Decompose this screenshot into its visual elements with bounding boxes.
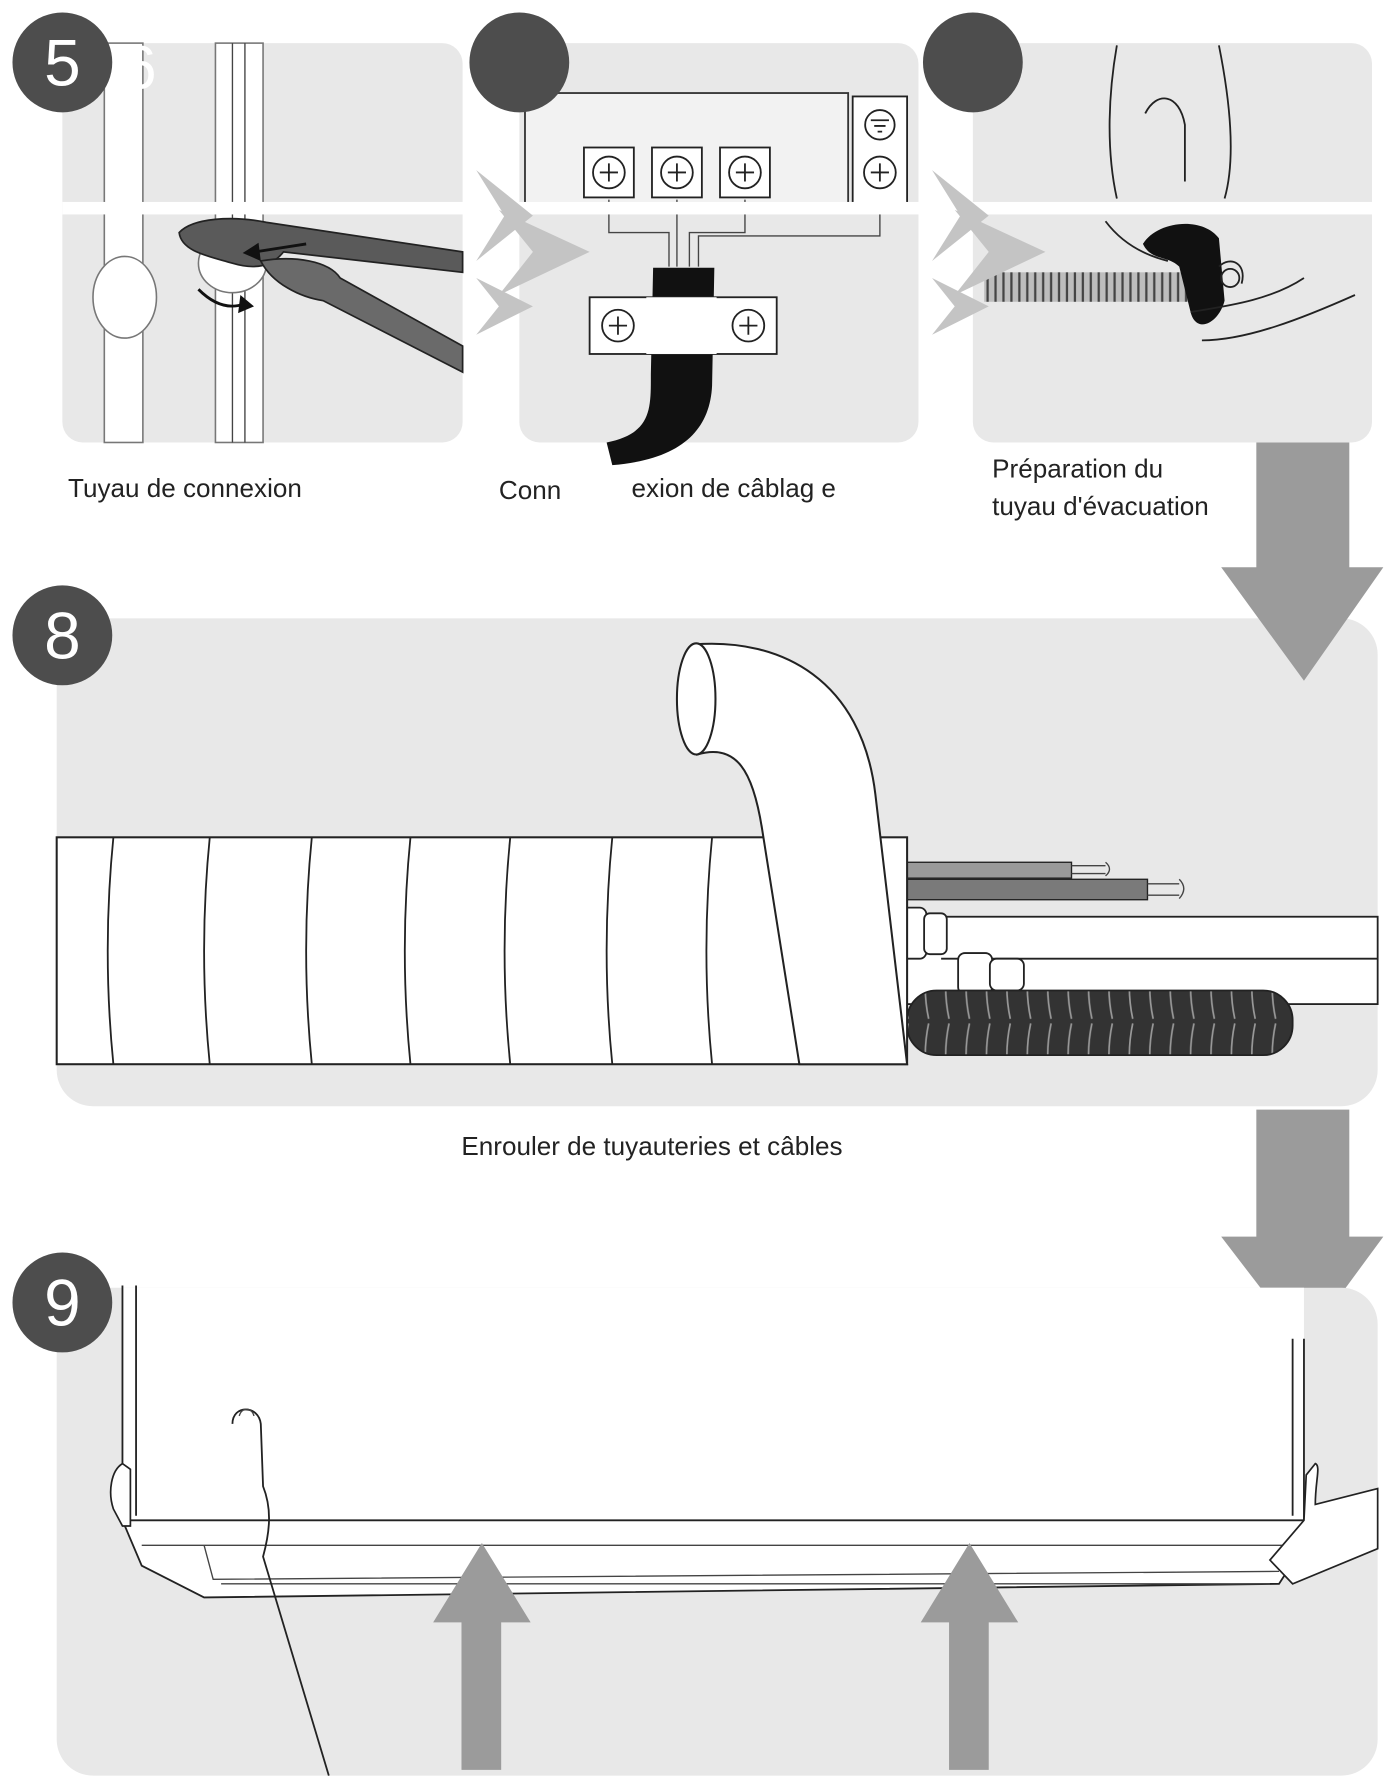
step8-caption: Enrouler de tuyauteries et câbles	[461, 1131, 842, 1161]
step6-caption-part2: exion de câblag e	[632, 473, 836, 503]
step7-caption-line2: tuyau d'évacuation	[992, 491, 1209, 521]
tape-wrap-seam-2	[203, 837, 211, 1065]
tape-wrap-seam-6	[605, 837, 614, 1065]
step7-caption-line1: Préparation du	[992, 454, 1163, 484]
flow-chevron-5-6	[476, 170, 590, 335]
turn-arrow-top-head	[242, 242, 261, 261]
tape-wrap-seam-7	[705, 837, 713, 1065]
step7-panel	[972, 43, 1372, 443]
step8-number: 8	[44, 598, 81, 672]
tape-wrap-seam-4	[403, 837, 412, 1065]
step9-panel	[56, 1285, 1379, 1776]
signal-cable-2	[883, 878, 1149, 901]
step5-badge: 5	[12, 12, 113, 113]
step9-number: 9	[44, 1265, 81, 1339]
wires	[608, 199, 881, 267]
flare-nut	[92, 255, 158, 339]
cable-clamp	[588, 296, 778, 355]
tape-wrap-seam-3	[305, 837, 313, 1065]
flare-nut-upper	[900, 906, 948, 960]
top-row-band	[62, 201, 1372, 215]
drain-hose	[984, 272, 1200, 302]
terminal-screw-1	[583, 146, 635, 199]
indoor-unit-body	[122, 1287, 1304, 1521]
tape-wrap-seam-1	[106, 837, 115, 1065]
insulation-tape	[1142, 223, 1225, 325]
step9-badge: 9	[12, 1252, 113, 1353]
down-arrow-8-9	[1221, 1109, 1384, 1345]
thumb-nail	[1220, 267, 1241, 288]
terminal-screw-3	[719, 146, 771, 199]
step8-panel	[55, 618, 1379, 1107]
terminal-screw-2	[651, 146, 703, 199]
step8-badge: 8	[12, 585, 113, 686]
cable-wire-ends-1	[1071, 861, 1111, 877]
step6-caption-part1: Conn	[499, 475, 561, 505]
right-hand-arm	[1268, 1462, 1379, 1585]
step5-caption: Tuyau de connexion	[68, 473, 302, 503]
fingernail	[238, 1408, 255, 1417]
step5-number: 5	[44, 25, 81, 99]
step6-overlay-number: 6	[122, 33, 156, 101]
wrench-handle-lower	[259, 258, 464, 374]
lower-hand-outline	[1104, 220, 1356, 342]
up-arrow-right	[920, 1543, 1019, 1770]
flow-chevron-6-7	[932, 170, 1046, 335]
step7-badge	[922, 12, 1023, 113]
unit-right-edge	[1291, 1338, 1305, 1521]
up-arrow-left	[433, 1543, 531, 1770]
cable-wire-ends-2	[1147, 878, 1185, 900]
raised-hand	[231, 1408, 330, 1776]
flare-nut-lower	[957, 952, 1025, 995]
down-arrow-7-8	[1221, 442, 1384, 681]
step6-badge	[469, 12, 570, 113]
turn-arrow-head	[238, 294, 254, 314]
ground-terminal	[851, 95, 909, 206]
vertical-pipe-left	[103, 42, 144, 444]
tape-roll-curl	[675, 642, 717, 756]
signal-cable-1	[883, 861, 1073, 879]
drain-hose-wrapped	[906, 989, 1294, 1057]
left-hand	[109, 1462, 132, 1527]
turn-arrow-top	[254, 242, 307, 254]
tape-band	[692, 642, 909, 1066]
upper-hand-outline	[1108, 45, 1232, 199]
unit-bottom-tray	[121, 1519, 1305, 1599]
tray-louver-lines	[141, 1544, 1304, 1585]
step6-panel	[519, 43, 919, 466]
tape-wrap-seam-5	[503, 837, 512, 1065]
step5-panel	[62, 42, 464, 444]
wrapped-pipe-bundle	[55, 836, 909, 1066]
